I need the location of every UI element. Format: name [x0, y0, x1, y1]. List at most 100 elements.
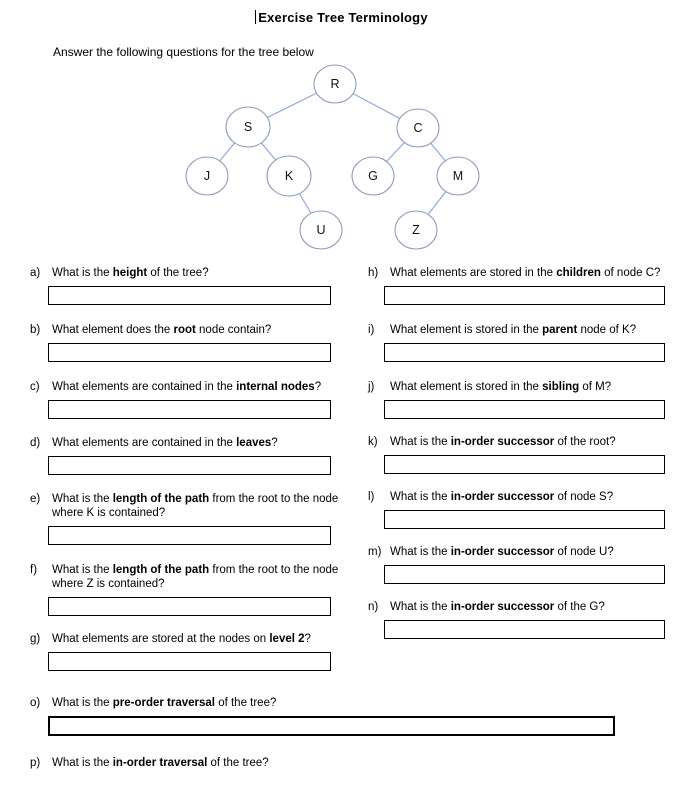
answer-box-g[interactable] — [48, 652, 331, 671]
question-f-text: What is the length of the path from the … — [52, 563, 344, 591]
node-circle — [266, 155, 312, 197]
node-label: J — [204, 169, 210, 183]
question-i-bold: parent — [542, 324, 578, 336]
question-n-label: n) — [368, 601, 379, 613]
answer-box-k[interactable] — [384, 455, 665, 474]
question-n-pre: What is the — [390, 601, 451, 613]
question-k-text: What is the in-order successor of the ro… — [390, 435, 680, 449]
question-i-label: i) — [368, 324, 375, 336]
question-j-label: j) — [368, 381, 375, 393]
text-cursor-icon — [255, 10, 257, 24]
question-p: p) What is the in-order traversal of the … — [30, 756, 650, 770]
instructions-text: Answer the following questions for the t… — [53, 45, 314, 59]
question-a-label: a) — [30, 267, 41, 279]
question-m: m) What is the in-order successor of node… — [368, 545, 680, 584]
question-p-pre: What is the — [52, 757, 113, 769]
node-label: C — [413, 121, 422, 135]
question-o-text: What is the pre-order traversal of the t… — [52, 696, 650, 710]
question-d-text: What elements are contained in the leave… — [52, 436, 344, 450]
question-i: i) What element is stored in the parent n… — [368, 323, 680, 362]
answer-box-m[interactable] — [384, 565, 665, 584]
question-c-text: What elements are contained in the inter… — [52, 380, 344, 394]
tree-node-K: K — [266, 155, 312, 197]
node-label: M — [453, 169, 463, 183]
question-c-pre: What elements are contained in the — [52, 381, 237, 393]
question-h-post: of node C? — [600, 267, 661, 279]
question-m-post: of node U? — [554, 546, 614, 558]
tree-diagram: R S C J K G M U — [185, 64, 480, 250]
answer-box-d[interactable] — [48, 456, 331, 475]
node-label: Z — [412, 223, 420, 237]
question-d: d) What elements are contained in the lea… — [30, 436, 344, 475]
answer-box-j[interactable] — [384, 400, 665, 419]
answer-box-l[interactable] — [384, 510, 665, 529]
question-m-text: What is the in-order successor of node U… — [390, 545, 680, 559]
question-l-post: of node S? — [554, 491, 614, 503]
answer-box-a[interactable] — [48, 286, 331, 305]
answer-box-e[interactable] — [48, 526, 331, 545]
tree-node-M: M — [436, 156, 480, 196]
tree-node-J: J — [185, 156, 229, 196]
question-g-label: g) — [30, 633, 41, 645]
question-m-bold: in-order successor — [450, 546, 555, 558]
page-title-text: Exercise Tree Terminology — [258, 10, 428, 25]
question-l-bold: in-order successor — [450, 491, 555, 503]
question-l-pre: What is the — [390, 491, 451, 503]
question-j: j) What element is stored in the sibling … — [368, 380, 680, 419]
question-p-bold: in-order traversal — [112, 757, 208, 769]
question-j-post: of M? — [579, 381, 612, 393]
node-label: S — [244, 120, 252, 134]
question-e: e)What is the length of the path from th… — [30, 492, 344, 545]
question-n-bold: in-order successor — [450, 601, 555, 613]
question-h-bold: children — [556, 267, 601, 279]
answer-box-n[interactable] — [384, 620, 665, 639]
question-p-text: What is the in-order traversal of the tr… — [52, 756, 650, 770]
tree-node-G: G — [351, 156, 395, 196]
question-e-text: What is the length of the path from the … — [52, 492, 344, 520]
question-c: c) What elements are contained in the int… — [30, 380, 344, 419]
question-o: o)What is the pre-order traversal of the… — [30, 696, 650, 736]
question-c-label: c) — [30, 381, 40, 393]
question-o-pre: What is the — [52, 697, 113, 709]
question-d-label: d) — [30, 437, 41, 449]
answer-box-b[interactable] — [48, 343, 331, 362]
answer-box-i[interactable] — [384, 343, 665, 362]
question-d-post: ? — [271, 437, 278, 449]
node-label: G — [368, 169, 378, 183]
question-e-pre: What is the — [52, 493, 113, 505]
question-i-post: node of K? — [577, 324, 637, 336]
question-d-bold: leaves — [236, 437, 272, 449]
question-b-label: b) — [30, 324, 41, 336]
question-j-pre: What element is stored in the — [390, 381, 543, 393]
question-k-post: of the root? — [554, 436, 616, 448]
question-p-label: p) — [30, 757, 41, 769]
question-l-text: What is the in-order successor of node S… — [390, 490, 680, 504]
question-a-text: What is the height of the tree? — [52, 266, 344, 280]
question-m-label: m) — [368, 546, 382, 558]
answer-box-o[interactable] — [48, 716, 615, 736]
question-h-pre: What elements are stored in the — [390, 267, 557, 279]
answer-box-f[interactable] — [48, 597, 331, 616]
question-p-post: of the tree? — [207, 757, 269, 769]
node-label: U — [316, 223, 325, 237]
question-b-text: What element does the root node contain? — [52, 323, 344, 337]
page-title: Exercise Tree Terminology — [0, 10, 683, 25]
question-g: g) What elements are stored at the nodes … — [30, 632, 344, 671]
question-l: l)What is the in-order successor of node… — [368, 490, 680, 529]
node-circle — [225, 106, 271, 148]
node-circle — [394, 210, 438, 250]
question-j-text: What element is stored in the sibling of… — [390, 380, 680, 394]
answer-box-h[interactable] — [384, 286, 665, 305]
question-i-text: What element is stored in the parent nod… — [390, 323, 680, 337]
question-h-text: What elements are stored in the children… — [390, 266, 680, 280]
question-n-post: of the G? — [554, 601, 605, 613]
question-g-text: What elements are stored at the nodes on… — [52, 632, 344, 646]
question-c-bold: internal nodes — [236, 381, 315, 393]
question-j-bold: sibling — [542, 381, 580, 393]
answer-box-c[interactable] — [48, 400, 331, 419]
question-b-pre: What element does the — [52, 324, 174, 336]
node-label: K — [285, 169, 294, 183]
question-d-pre: What elements are contained in the — [52, 437, 237, 449]
question-g-post: ? — [304, 633, 311, 645]
